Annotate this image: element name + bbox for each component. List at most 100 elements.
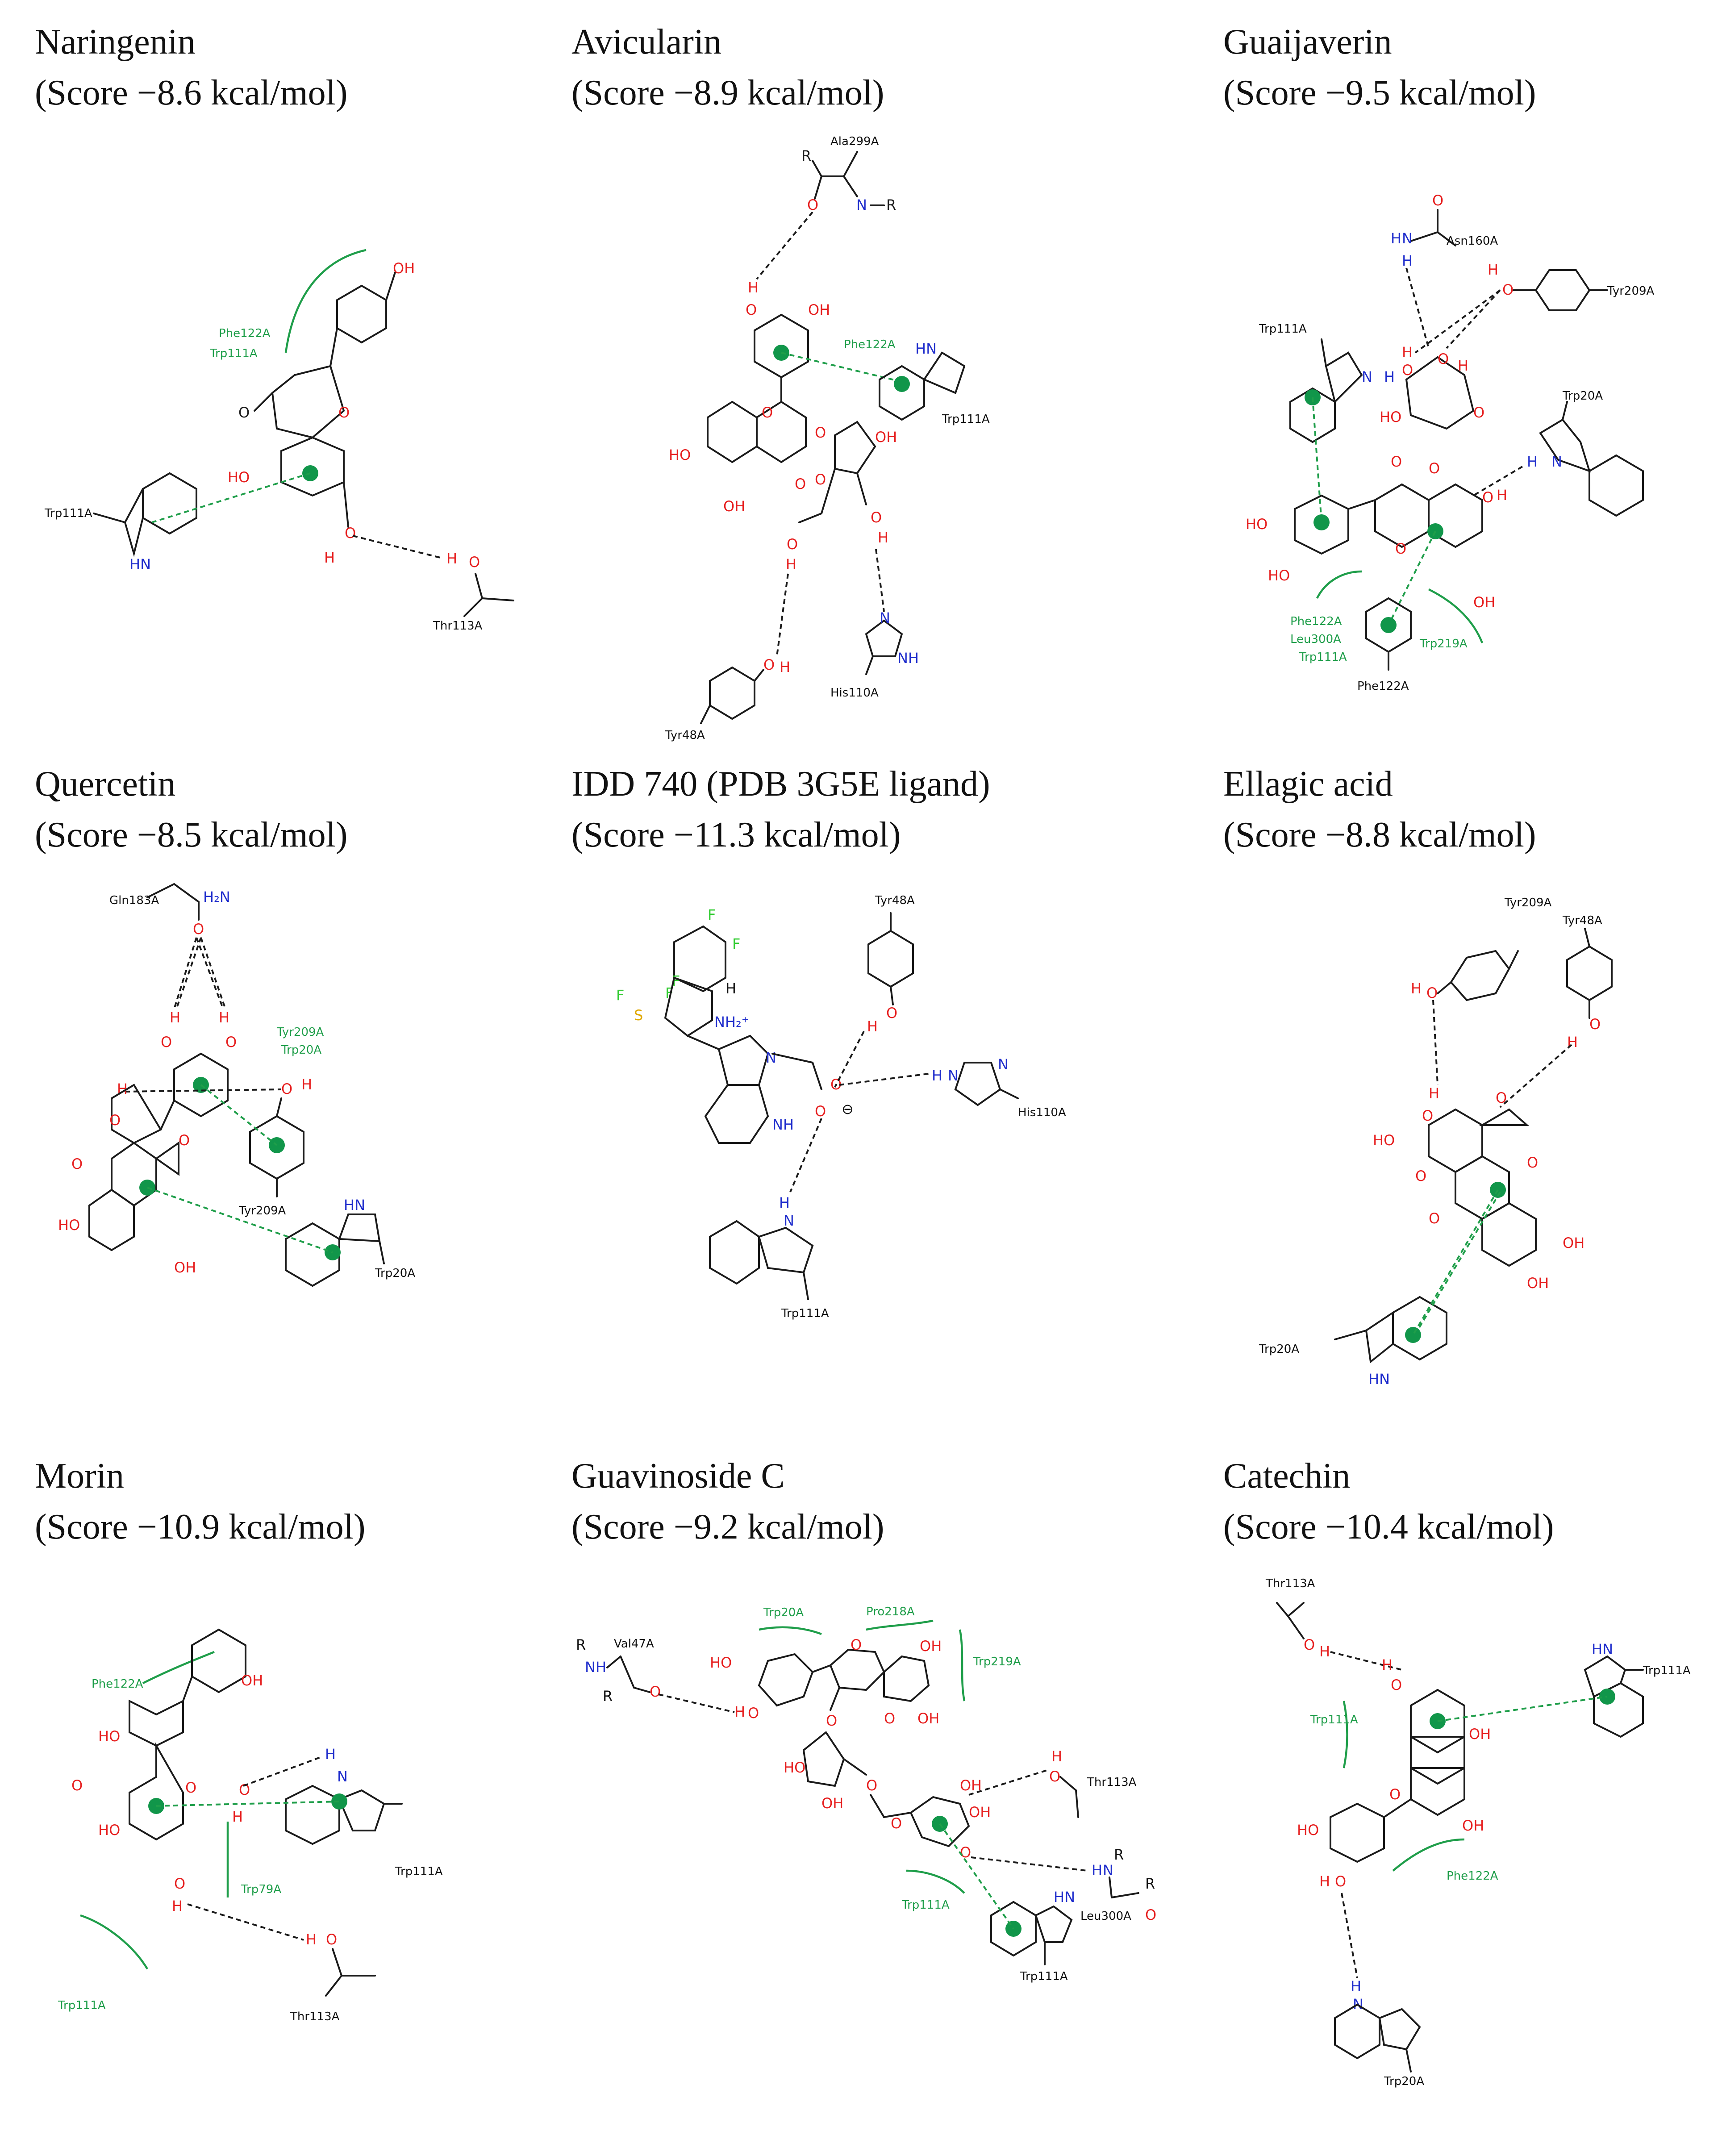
svg-text:N: N (948, 1067, 959, 1084)
svg-text:OH: OH (917, 1710, 939, 1727)
svg-text:O: O (815, 424, 826, 441)
svg-text:NH: NH (897, 650, 919, 667)
svg-text:H: H (1402, 344, 1413, 361)
svg-text:H: H (1092, 1862, 1102, 1879)
residue-label: Asn160A (1447, 234, 1498, 248)
svg-text:F: F (672, 972, 680, 989)
svg-text:OH: OH (241, 1672, 263, 1689)
residue-label: Trp20A (375, 1267, 415, 1280)
ligand-score: (Score −8.6 kcal/mol) (35, 73, 348, 113)
svg-text:OH: OH (1462, 1817, 1484, 1834)
svg-text:H: H (734, 1703, 745, 1720)
residue-label: Leu300A (1290, 633, 1341, 646)
residue-label: Pro218A (866, 1605, 915, 1618)
residue-label: His110A (830, 686, 879, 700)
residue-label: Phe122A (1447, 1869, 1498, 1883)
residue-label: Ala299A (830, 135, 879, 148)
svg-text:O: O (891, 1815, 902, 1832)
svg-text:N: N (856, 196, 867, 213)
ligand-name: Naringenin (35, 22, 196, 62)
ligand-score: (Score −9.2 kcal/mol) (571, 1507, 884, 1547)
svg-text:O: O (1482, 489, 1493, 506)
svg-text:H₂N: H₂N (203, 888, 230, 905)
svg-text:O: O (109, 1112, 121, 1129)
svg-text:O: O (815, 1103, 826, 1120)
svg-text:H: H (1319, 1873, 1330, 1890)
svg-text:H: H (170, 1009, 180, 1026)
svg-text:HN: HN (129, 556, 151, 573)
svg-text:OH: OH (393, 260, 415, 277)
ligand-name: Quercetin (35, 764, 176, 804)
ligand-name: Catechin (1223, 1456, 1351, 1496)
interaction-diagram: H₂N O Gln183A H H O O H O H Tyr209A Trp2… (58, 883, 415, 1287)
ligand-score: (Score −8.5 kcal/mol) (35, 815, 348, 855)
svg-text:H: H (219, 1009, 229, 1026)
svg-text:H: H (1429, 1085, 1439, 1102)
svg-text:N: N (1402, 230, 1413, 247)
svg-text:R: R (801, 147, 811, 164)
residue-label: Trp111A (1299, 651, 1347, 664)
svg-text:O: O (469, 554, 480, 571)
residue-label: Trp20A (1259, 1343, 1299, 1356)
svg-text:R: R (1114, 1846, 1124, 1863)
svg-text:O: O (1402, 362, 1413, 379)
svg-text:H: H (1351, 1978, 1361, 1995)
svg-text:H: H (1391, 230, 1401, 247)
svg-text:O: O (1527, 1154, 1538, 1171)
residue-label: Trp111A (1310, 1713, 1358, 1726)
ligand-score: (Score −11.3 kcal/mol) (571, 815, 901, 855)
svg-text:N: N (1551, 453, 1562, 470)
svg-text:N: N (880, 609, 890, 626)
svg-text:H: H (1488, 261, 1498, 278)
residue-label: Trp20A (763, 1606, 804, 1619)
svg-text:O: O (326, 1931, 337, 1948)
interaction-diagram: Phe122A Trp111A OH O O HO O H HN Trp111A… (44, 249, 514, 633)
svg-text:O: O (960, 1844, 971, 1861)
svg-text:H: H (932, 1067, 942, 1084)
panel-avicularin: Avicularin (Score −8.9 kcal/mol) R N R O… (571, 0, 1214, 742)
svg-text:O: O (960, 1777, 971, 1794)
residue-label: Trp111A (901, 1898, 950, 1912)
svg-text:HO: HO (98, 1822, 120, 1839)
svg-text:H: H (446, 550, 457, 567)
svg-text:HO: HO (1268, 567, 1290, 584)
residue-label: Tyr48A (665, 729, 705, 742)
svg-text:H: H (725, 980, 736, 997)
panel-guavinoside-c: Guavinoside C (Score −9.2 kcal/mol) R NH… (571, 1429, 1214, 2156)
svg-text:O: O (179, 1132, 190, 1149)
svg-text:O: O (239, 1781, 250, 1798)
residue-label: Tyr209A (276, 1026, 324, 1039)
svg-text:NH: NH (585, 1659, 606, 1676)
svg-text:H: H (786, 556, 796, 573)
svg-text:O: O (807, 196, 818, 213)
residue-label: Trp20A (281, 1043, 321, 1057)
svg-text:H: H (325, 1746, 336, 1763)
svg-text:OH: OH (1473, 594, 1495, 611)
ligand-score: (Score −8.9 kcal/mol) (571, 73, 884, 113)
residue-label: Thr113A (433, 619, 483, 633)
interaction-diagram: R NH Val47A R O H O HO Trp20A Pro218A Tr… (576, 1605, 1156, 1983)
svg-text:O: O (1145, 1906, 1156, 1923)
svg-text:H: H (306, 1931, 317, 1948)
svg-text:O: O (1429, 460, 1440, 477)
svg-text:H: H (780, 659, 790, 676)
svg-text:H: H (748, 279, 759, 296)
svg-text:OH: OH (821, 1795, 843, 1812)
svg-text:O: O (281, 1080, 292, 1097)
svg-text:O: O (787, 536, 798, 553)
svg-text:O: O (748, 1705, 759, 1722)
residue-label: Trp111A (209, 347, 258, 360)
svg-text:O: O (746, 301, 757, 318)
svg-text:N: N (1103, 1862, 1113, 1879)
residue-label: Thr113A (1265, 1577, 1315, 1590)
svg-text:H: H (172, 1897, 183, 1914)
svg-text:O: O (1496, 1089, 1507, 1106)
svg-text:O: O (1415, 1168, 1426, 1184)
ligand-score: (Score −10.4 kcal/mol) (1223, 1507, 1554, 1547)
panel-idd740: IDD 740 (PDB 3G5E ligand) (Score −11.3 k… (571, 741, 1214, 1429)
interaction-diagram: Thr113A O H H O OH HN Trp111A Trp111A O … (1265, 1577, 1691, 2088)
svg-text:R: R (603, 1688, 613, 1705)
svg-text:H: H (1411, 980, 1422, 997)
svg-text:O: O (886, 1005, 897, 1022)
panel-ellagic-acid: Ellagic acid (Score −8.8 kcal/mol) H O T… (1214, 741, 1722, 1429)
